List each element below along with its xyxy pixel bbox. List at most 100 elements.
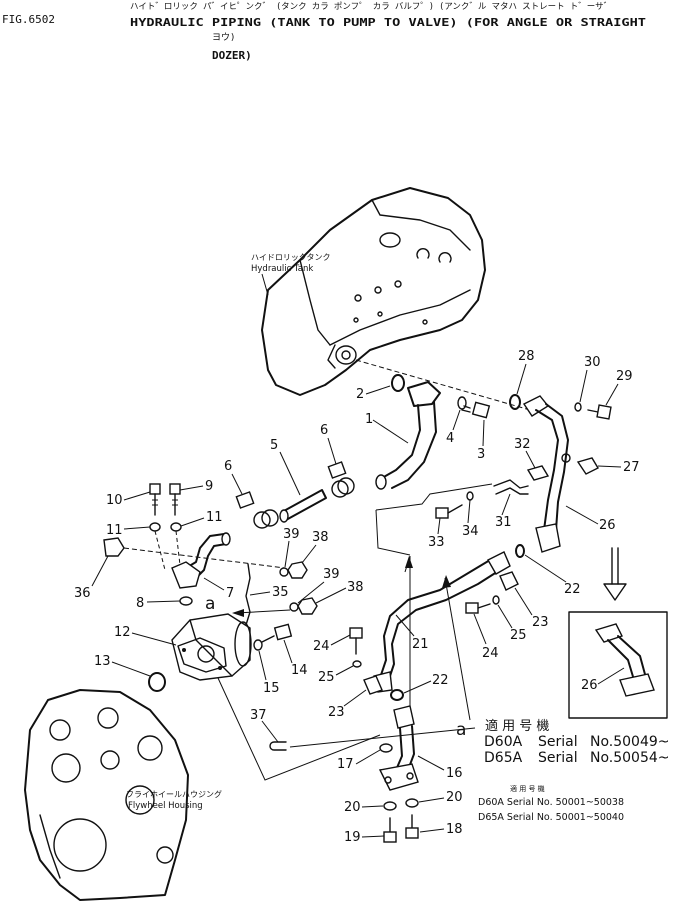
o-ring-17: [379, 743, 393, 753]
tank-label-en: Hydraulic Tank: [251, 264, 313, 274]
bolt-24-lower: [349, 627, 363, 655]
washer-11-left: [149, 522, 161, 532]
bolt-33: [435, 504, 463, 519]
serial-small-row1: D60A Serial No. 50001~50038: [478, 797, 624, 808]
washer-39-upper: [279, 567, 289, 577]
callout-9: 9: [205, 479, 213, 494]
callout-26b: 26: [581, 678, 598, 693]
washer-20-left: [383, 801, 397, 811]
bolt-9: [169, 483, 181, 516]
hose-5: [279, 489, 327, 523]
flywheel-label-en: Flywheel Housing: [128, 801, 203, 811]
figure-number: FIG.6502: [2, 13, 55, 26]
serial-large-row1-model: D60A: [484, 734, 523, 750]
o-ring-22-lower: [390, 689, 404, 701]
callout-30: 30: [584, 355, 601, 370]
callout-27: 27: [623, 460, 640, 475]
o-ring-2: [391, 374, 405, 392]
callout-25b: 25: [318, 670, 335, 685]
o-ring-22-upper: [515, 544, 525, 558]
callout-23b: 23: [328, 705, 345, 720]
o-ring-13: [148, 672, 166, 692]
serial-small-heading: 適 用 号 機: [510, 784, 545, 793]
bolt-10: [149, 483, 161, 516]
washer-34: [466, 491, 474, 501]
clamp-23-lower: [363, 675, 383, 695]
pipe-26-straight-variant: [594, 623, 655, 697]
tank-label-jp: ハイドロリックタンク: [251, 253, 331, 262]
callout-25a: 25: [510, 628, 527, 643]
elbow-7: [171, 532, 231, 589]
callout-22a: 22: [564, 582, 581, 597]
clamp-31: [493, 479, 529, 495]
callout-15: 15: [263, 681, 280, 696]
callout-24a: 24: [482, 646, 499, 661]
bolt-18: [405, 814, 419, 839]
washer-30: [574, 402, 582, 412]
serial-applicability-large: 適 用 号 機 D60A Serial No.50049~ D65A Seria…: [484, 718, 670, 766]
callout-6b: 6: [224, 459, 232, 474]
bolt-19: [383, 817, 397, 843]
clip-37: [269, 741, 287, 751]
serial-large-row1-serial: Serial: [538, 734, 578, 750]
title-kana: ハイト゛ロリック パ゛イヒ゜ンク゛ (タンク カラ ポンフ゜ カラ バルフ゜) …: [130, 2, 612, 12]
nut-38-upper: [287, 561, 308, 579]
serial-large-row2-serial: Serial: [538, 750, 578, 766]
detail-arrow: [603, 547, 627, 601]
callout-24b: 24: [313, 639, 330, 654]
washer-20-right: [405, 798, 419, 808]
washer-4: [457, 396, 467, 410]
callout-33: 33: [428, 535, 445, 550]
flywheel-housing: [24, 689, 189, 901]
clamp-6-lower: [235, 491, 279, 529]
nut-38-lower: [297, 597, 318, 615]
washer-15: [253, 639, 263, 651]
clamp-32: [526, 465, 550, 481]
gasket-35: [245, 563, 251, 626]
callouts: 1 2 3 4 5 6 6 7 8 9 10 11 11 12 13 14 15…: [74, 349, 640, 845]
callout-1: 1: [365, 412, 373, 427]
pipe-16: [378, 705, 419, 791]
serial-large-row1-no: No.50049~: [590, 734, 670, 750]
callout-10: 10: [106, 493, 123, 508]
callout-29: 29: [616, 369, 633, 384]
hydraulic-tank: [261, 187, 486, 396]
serial-applicability-small: 適 用 号 機 D60A Serial No. 50001~50038 D65A…: [478, 784, 624, 823]
bolt-29: [587, 404, 612, 420]
o-ring-28: [509, 394, 521, 410]
callout-5: 5: [270, 438, 278, 453]
callout-35: 35: [272, 585, 289, 600]
washer-39-lower: [289, 602, 299, 612]
callout-26a: 26: [599, 518, 616, 533]
pipe-1: [375, 381, 441, 490]
bolt-24-upper: [465, 602, 491, 614]
clamp-6-upper: [327, 461, 355, 498]
title-english-line1: HYDRAULIC PIPING (TANK TO PUMP TO VALVE)…: [130, 16, 646, 29]
serial-small-row2: D65A Serial No. 50001~50040: [478, 812, 624, 823]
callout-8: 8: [136, 596, 144, 611]
callout-17: 17: [337, 757, 354, 772]
callout-11b: 11: [206, 510, 223, 525]
callout-7: 7: [226, 586, 234, 601]
o-ring-8: [179, 596, 193, 606]
washer-25-upper: [492, 595, 500, 605]
callout-37: 37: [250, 708, 267, 723]
bolt-14: [261, 623, 293, 643]
callout-6a: 6: [320, 423, 328, 438]
washer-25-lower: [352, 660, 362, 668]
callout-18: 18: [446, 822, 463, 837]
hose-21: [373, 551, 511, 693]
reference-a-left: a: [205, 594, 215, 614]
callout-19: 19: [344, 830, 361, 845]
callout-16: 16: [446, 766, 463, 781]
callout-38b: 38: [347, 580, 364, 595]
serial-large-row2-model: D65A: [484, 750, 523, 766]
fitting-27: [576, 457, 599, 475]
washer-11-right: [170, 522, 182, 532]
callout-39b: 39: [323, 567, 340, 582]
callout-20a: 20: [344, 800, 361, 815]
serial-large-heading: 適 用 号 機: [485, 718, 549, 734]
pipe-26: [522, 395, 571, 553]
callout-22b: 22: [432, 673, 449, 688]
